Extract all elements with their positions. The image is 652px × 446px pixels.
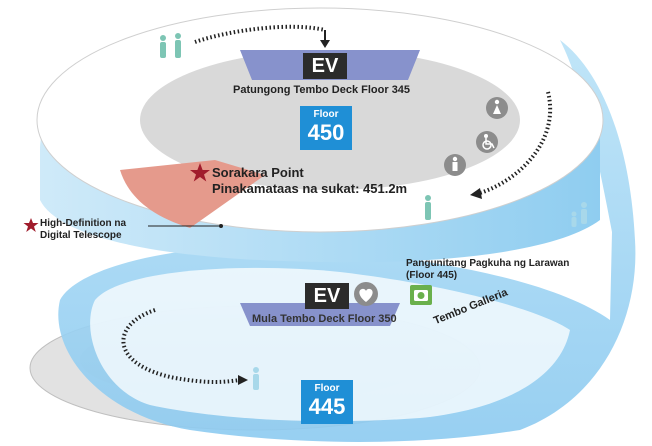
photo-spot-label-line2: (Floor 445) (406, 270, 458, 281)
person-icon-top-left (160, 33, 181, 58)
elevator-icon-upper: EV (303, 53, 347, 79)
galleria-ramp-inner (90, 267, 571, 422)
walk-path-right (479, 91, 553, 195)
walk-path-top (194, 24, 326, 44)
person-icon-lower (253, 367, 259, 390)
arrow-right (470, 188, 482, 199)
accessible-restroom-icon (476, 131, 498, 153)
floor-number-upper: 450 (307, 120, 345, 145)
star-icon-telescope (23, 218, 39, 232)
floor-word-upper: Floor (313, 109, 339, 120)
sorakara-height: Pinakamataas na sukat: 451.2m (212, 181, 408, 196)
aed-icon (354, 282, 378, 306)
telescope-dot (219, 224, 223, 228)
arrow-top (320, 40, 330, 48)
sorakara-point-area (120, 160, 265, 228)
elevator-icon-lower: EV (305, 283, 349, 309)
star-icon (190, 163, 210, 182)
floor-badge-450: Floor 450 (300, 106, 352, 150)
telescope-label-line1: High-Definition na (40, 218, 127, 229)
floor-word-lower: Floor (314, 383, 340, 394)
floor-number-lower: 445 (308, 394, 346, 419)
lower-elevator-zone (240, 303, 400, 326)
camera-icon (410, 285, 432, 305)
floor-badge-445: Floor 445 (301, 380, 353, 424)
telescope-label-line2: Digital Telescope (40, 230, 122, 241)
person-icon-upper-right (425, 195, 431, 220)
walk-path-lower (121, 308, 241, 384)
mens-restroom-icon (444, 154, 466, 176)
photo-spot-label-line1: Pangunitang Pagkuha ng Larawan (406, 258, 570, 269)
upper-deck-label: Patungong Tembo Deck Floor 345 (233, 84, 411, 96)
lower-deck-label: Mula Tembo Deck Floor 350 (252, 313, 397, 325)
sorakara-title: Sorakara Point (212, 165, 304, 180)
restroom-icon (486, 97, 508, 119)
arrow-lower (238, 375, 248, 385)
person-icon-galleria (571, 202, 587, 227)
